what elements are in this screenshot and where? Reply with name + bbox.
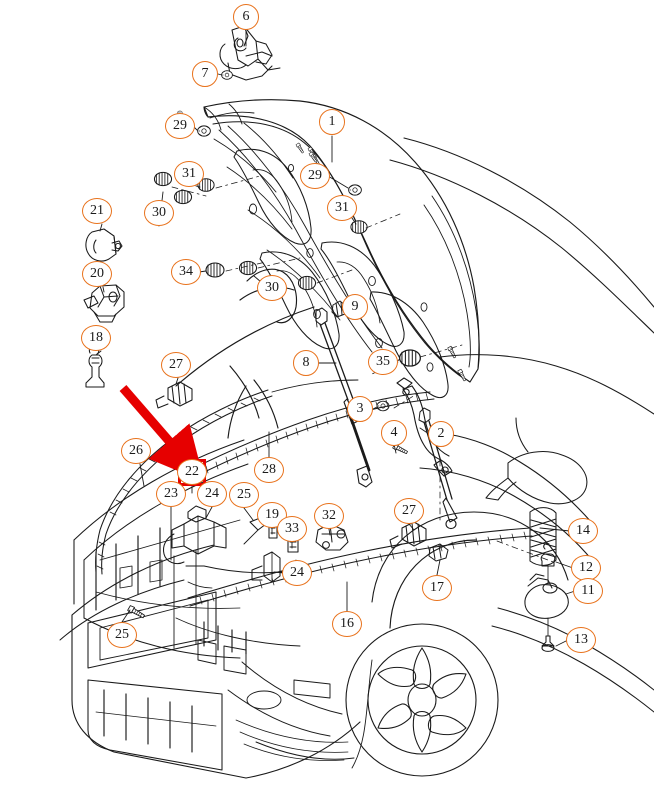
- callout-29a[interactable]: 29: [165, 113, 195, 139]
- callout-31b[interactable]: 31: [327, 195, 357, 221]
- callout-20[interactable]: 20: [82, 261, 112, 287]
- callout-29b[interactable]: 29: [300, 163, 330, 189]
- callout-1[interactable]: 1: [319, 109, 345, 135]
- callout-33[interactable]: 33: [277, 516, 307, 542]
- callout-27a[interactable]: 27: [161, 352, 191, 378]
- callout-25a[interactable]: 25: [229, 482, 259, 508]
- callout-21[interactable]: 21: [82, 198, 112, 224]
- callout-23[interactable]: 23: [156, 481, 186, 507]
- callout-31a[interactable]: 31: [174, 161, 204, 187]
- callout-17[interactable]: 17: [422, 575, 452, 601]
- callout-12[interactable]: 12: [571, 555, 601, 581]
- callout-16[interactable]: 16: [332, 611, 362, 637]
- callout-34[interactable]: 34: [171, 259, 201, 285]
- callout-8[interactable]: 8: [293, 350, 319, 376]
- callout-4[interactable]: 4: [381, 420, 407, 446]
- callout-2[interactable]: 2: [428, 421, 454, 447]
- callout-9[interactable]: 9: [342, 294, 368, 320]
- callout-13[interactable]: 13: [566, 627, 596, 653]
- callout-26[interactable]: 26: [121, 438, 151, 464]
- highlight-arrow: [119, 385, 205, 482]
- callout-6[interactable]: 6: [233, 4, 259, 30]
- callout-11[interactable]: 11: [573, 578, 603, 604]
- callout-25b[interactable]: 25: [107, 622, 137, 648]
- callout-24b[interactable]: 24: [282, 560, 312, 586]
- callout-18[interactable]: 18: [81, 325, 111, 351]
- callout-7[interactable]: 7: [192, 61, 218, 87]
- callout-27b[interactable]: 27: [394, 498, 424, 524]
- callout-35[interactable]: 35: [368, 349, 398, 375]
- callout-30a[interactable]: 30: [144, 200, 174, 226]
- callout-30b[interactable]: 30: [257, 275, 287, 301]
- callout-22[interactable]: 22: [177, 459, 207, 485]
- callout-28[interactable]: 28: [254, 457, 284, 483]
- callout-3[interactable]: 3: [347, 396, 373, 422]
- callout-32[interactable]: 32: [314, 503, 344, 529]
- callout-14[interactable]: 14: [568, 518, 598, 544]
- callout-24a[interactable]: 24: [197, 481, 227, 507]
